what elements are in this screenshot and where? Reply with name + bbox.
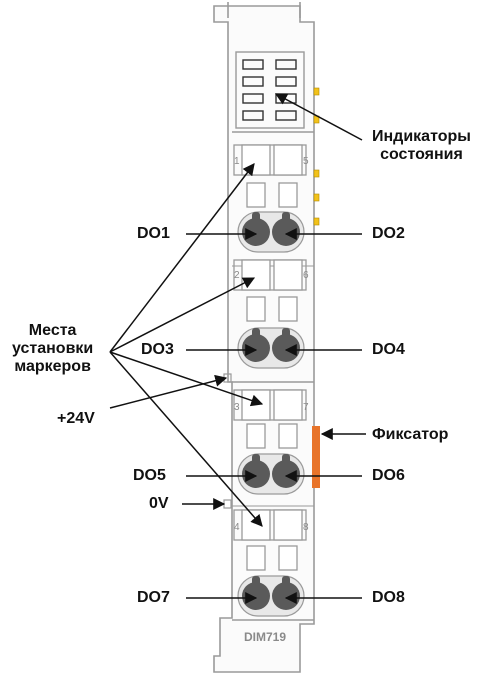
do7-label: DO7 [137,589,170,606]
indicator-block [235,51,305,129]
slot-number: 8 [303,522,309,533]
slot-number: 5 [303,156,309,167]
led-1 [313,87,320,96]
do5-label: DO5 [133,467,166,484]
indicators-label-line: состояния [380,146,463,163]
marker-slots [233,144,307,571]
do8-label: DO8 [372,589,405,606]
arrow-indicators [274,93,363,141]
terminal-pair-2 [237,327,305,369]
zero-v-contact [223,499,232,509]
arrow-marker-2 [109,277,256,353]
led-5 [313,217,320,226]
markers-label: Места установки маркеров [12,322,93,376]
markers-label-line: установки [12,340,94,357]
markers-label-line: маркеров [14,358,91,375]
slot-number: 6 [303,270,309,281]
slot-number: 3 [234,402,240,413]
latch [312,426,320,488]
indicators-label-line: Индикаторы [372,128,471,145]
slot-number: 7 [303,402,309,413]
terminal-pair-4 [237,575,305,617]
led-4 [313,193,320,202]
latch-label: Фиксатор [372,426,449,443]
arrow-marker-4 [109,351,263,527]
terminal-pair-3 [237,453,305,495]
slot-number: 1 [234,156,240,167]
terminal-pair-1 [237,211,305,253]
do3-label: DO3 [141,341,174,358]
arrow-plus24v [109,374,228,409]
model-label: DIM719 [244,630,287,644]
plus24v-label: +24V [57,410,95,427]
led-3 [313,169,320,178]
indicators-label: Индикаторы состояния [372,128,471,164]
slot-number: 2 [234,270,240,281]
do1-label: DO1 [137,225,170,242]
zero-v-label: 0V [149,495,169,512]
slot-numbers: 1 5 2 6 3 7 4 8 [234,156,309,533]
arrow-marker-1 [109,163,255,353]
do2-label: DO2 [372,225,405,242]
markers-label-line: Места [28,322,77,339]
arrow-marker-3 [109,351,264,407]
do6-label: DO6 [372,467,405,484]
slot-number: 4 [234,522,240,533]
callout-arrows [109,93,366,604]
do4-label: DO4 [372,341,405,358]
